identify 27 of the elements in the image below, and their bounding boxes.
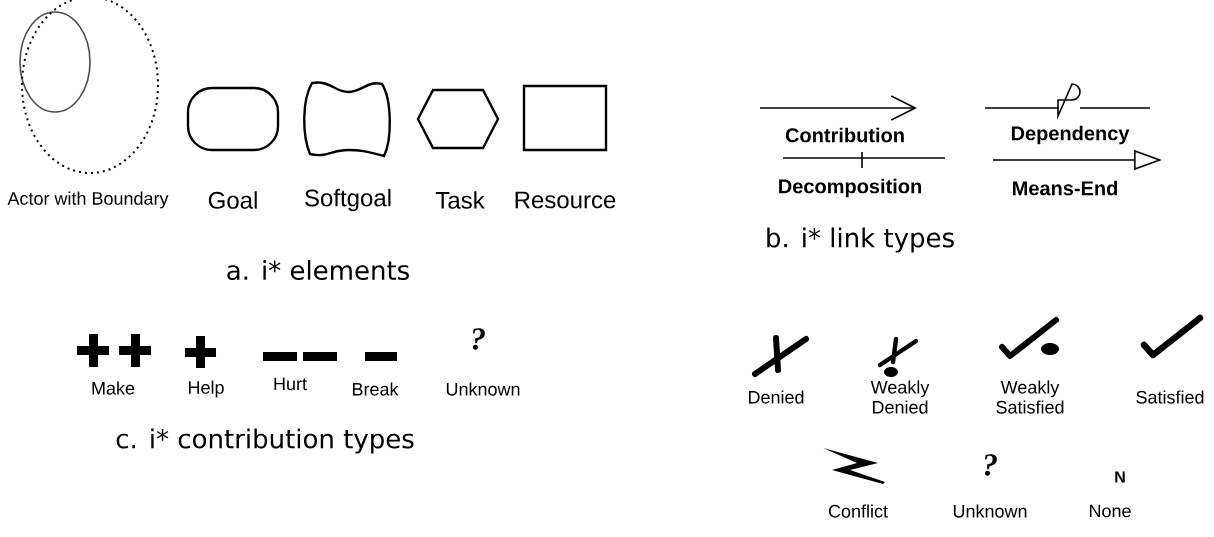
- symbol-name: Unknown: [953, 504, 1027, 518]
- unknown-symbol: ?: [472, 328, 485, 350]
- shape-label: Resource: [515, 191, 616, 209]
- none-symbol: N: [1115, 471, 1125, 483]
- shape-label: Task: [435, 191, 485, 209]
- symbol-name: Break: [352, 382, 399, 396]
- shape-label: Actor with Boundary: [7, 191, 169, 209]
- link-name: Dependency: [1011, 125, 1130, 145]
- link-name: Means-End: [1013, 180, 1118, 196]
- symbol-name: Weakly Satisfied: [996, 380, 1064, 414]
- symbol-name: Unknown: [446, 382, 520, 396]
- unknown-symbol: ?: [984, 454, 997, 476]
- symbol-name: Help: [188, 380, 224, 398]
- sub-caption: b. i* link types: [767, 227, 954, 253]
- symbol-name: None: [1089, 504, 1131, 518]
- sub-caption: c. i* contribution types: [116, 428, 414, 454]
- symbol-name: Denied: [748, 390, 804, 404]
- symbol-name: Satisfied: [1136, 390, 1204, 404]
- symbol-name: Weakly Denied: [870, 380, 930, 414]
- sub-caption: a. i* elements: [227, 259, 409, 281]
- symbol-name: Conflict: [828, 504, 888, 518]
- shape-label: Softgoal: [305, 188, 391, 212]
- shape-label: Goal: [208, 191, 257, 209]
- link-name: Decomposition: [779, 178, 921, 198]
- link-name: Contribution: [785, 127, 904, 143]
- symbol-name: Hurt: [274, 377, 307, 391]
- symbol-name: Make: [92, 381, 135, 395]
